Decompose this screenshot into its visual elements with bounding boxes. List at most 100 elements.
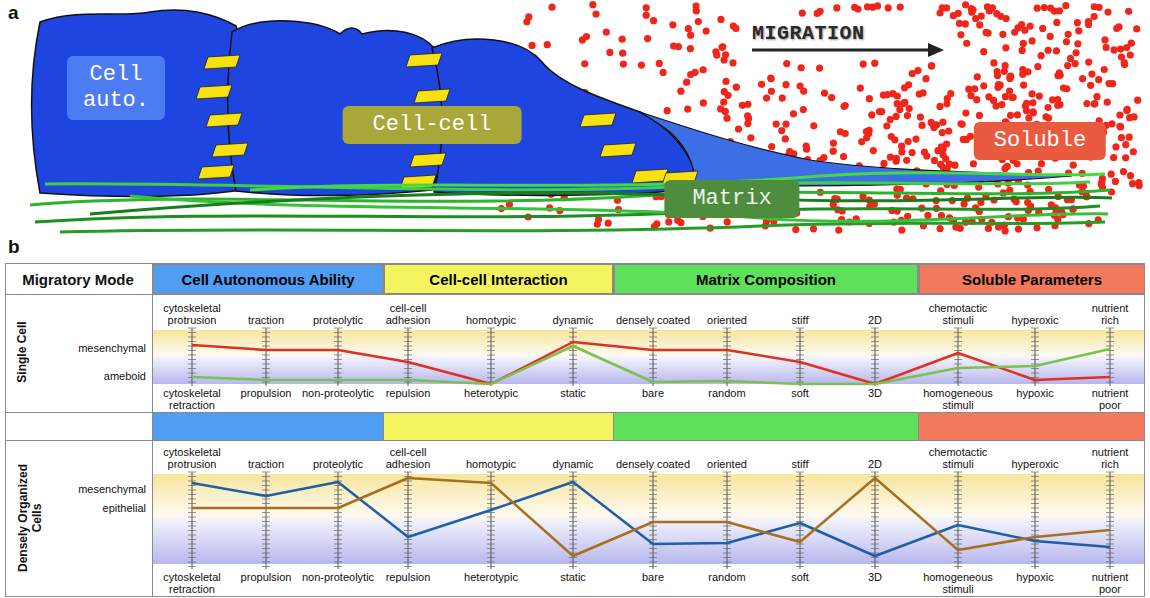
- soluble-dot: [963, 40, 970, 47]
- soluble-dot: [528, 42, 535, 49]
- soluble-dot: [1051, 7, 1058, 14]
- soluble-dot: [1047, 33, 1054, 40]
- soluble-dot: [1065, 31, 1072, 38]
- soluble-dot: [1136, 182, 1143, 189]
- column-header: Soluble Parameters: [919, 264, 1145, 294]
- axis-tick: [649, 503, 657, 504]
- axis-tick: [871, 494, 879, 495]
- axis-tick: [954, 377, 962, 378]
- junction: [410, 153, 446, 167]
- mode-label: mesenchymal: [78, 483, 146, 495]
- axis-tick: [871, 562, 879, 563]
- axis-tick: [1031, 332, 1039, 333]
- axis-tick: [796, 548, 804, 549]
- axis-label: nutrient poor: [1084, 571, 1136, 595]
- axis-tick: [569, 359, 577, 360]
- axis-tick: [188, 512, 196, 513]
- axis-label: non-proteolytic: [301, 387, 375, 399]
- axis-tick: [404, 355, 412, 356]
- junction: [580, 113, 616, 127]
- axis-tick: [262, 548, 270, 549]
- axis-tick: [1106, 535, 1114, 536]
- axis-line: [408, 472, 409, 569]
- soluble-dot: [893, 155, 900, 162]
- soluble-dot: [863, 134, 870, 141]
- node-text: Cell Autonomous Ability: [181, 271, 354, 288]
- node-text: Soluble Parameters: [962, 271, 1102, 288]
- axis-tick: [334, 512, 342, 513]
- soluble-dot: [768, 143, 775, 150]
- axis-label: cytoskeletal protrusion: [155, 302, 229, 326]
- axis-tick: [723, 373, 731, 374]
- axis-tick: [569, 548, 577, 549]
- axis-tick: [723, 526, 731, 527]
- soluble-dot: [833, 4, 840, 11]
- axis-tick: [404, 359, 412, 360]
- axis-tick: [334, 364, 342, 365]
- soluble-dot: [1096, 4, 1103, 11]
- soluble-dot: [888, 133, 895, 140]
- soluble-dot: [1091, 13, 1098, 20]
- soluble-dot: [1074, 40, 1081, 47]
- soluble-dot: [904, 112, 911, 119]
- axis-tick: [954, 332, 962, 333]
- axis-tick: [954, 499, 962, 500]
- soluble-dot: [773, 120, 780, 127]
- junction: [632, 169, 668, 183]
- axis-tick: [334, 566, 342, 567]
- axis-label: nutrient poor: [1084, 387, 1136, 411]
- axis-tick: [954, 346, 962, 347]
- axis-label: bare: [616, 571, 690, 583]
- axis-tick: [1031, 382, 1039, 383]
- axis-tick: [871, 355, 879, 356]
- axis-tick: [188, 517, 196, 518]
- axis-tick: [954, 539, 962, 540]
- axis-tick: [334, 535, 342, 536]
- axis-tick: [871, 508, 879, 509]
- axis-tick: [796, 562, 804, 563]
- axis-tick: [404, 512, 412, 513]
- soluble-dot: [1053, 47, 1060, 54]
- soluble-dot: [1006, 87, 1013, 94]
- soluble-dot: [724, 218, 731, 225]
- soluble-dot: [767, 74, 774, 81]
- soluble-dot: [717, 16, 724, 23]
- soluble-dot: [1029, 37, 1036, 44]
- soluble-dot: [842, 102, 849, 109]
- axis-tick: [262, 503, 270, 504]
- axis-line: [1110, 472, 1111, 569]
- soluble-dot: [650, 17, 657, 24]
- axis-tick: [569, 350, 577, 351]
- soluble-dot: [974, 73, 981, 80]
- axis-tick: [649, 485, 657, 486]
- soluble-dot: [950, 12, 957, 19]
- soluble-dot: [703, 27, 710, 34]
- soluble-dot: [1024, 68, 1031, 75]
- soluble-dot: [1038, 160, 1045, 167]
- axis-tick: [954, 521, 962, 522]
- axis-tick: [334, 553, 342, 554]
- axis-tick: [262, 472, 270, 473]
- axis-tick: [796, 553, 804, 554]
- axis-tick: [188, 535, 196, 536]
- soluble-dot: [1112, 178, 1119, 185]
- soluble-dot: [887, 154, 894, 161]
- axis-label: cell-cell adhesion: [371, 302, 445, 326]
- axis-tick: [487, 368, 495, 369]
- axis-tick: [1031, 355, 1039, 356]
- soluble-dot: [685, 25, 692, 32]
- soluble-dot: [1104, 99, 1111, 106]
- axis-tick: [1031, 557, 1039, 558]
- axis-tick: [487, 553, 495, 554]
- soluble-dot: [959, 121, 966, 128]
- soluble-dot: [917, 113, 924, 120]
- soluble-dot: [878, 108, 885, 115]
- soluble-dot: [1130, 148, 1137, 155]
- soluble-dot: [1063, 38, 1070, 45]
- soluble-dot: [922, 75, 929, 82]
- soluble-dot: [936, 9, 943, 16]
- axis-tick: [723, 548, 731, 549]
- column-header: Cell Autonomous Ability: [153, 264, 383, 294]
- soluble-dot: [1133, 25, 1140, 32]
